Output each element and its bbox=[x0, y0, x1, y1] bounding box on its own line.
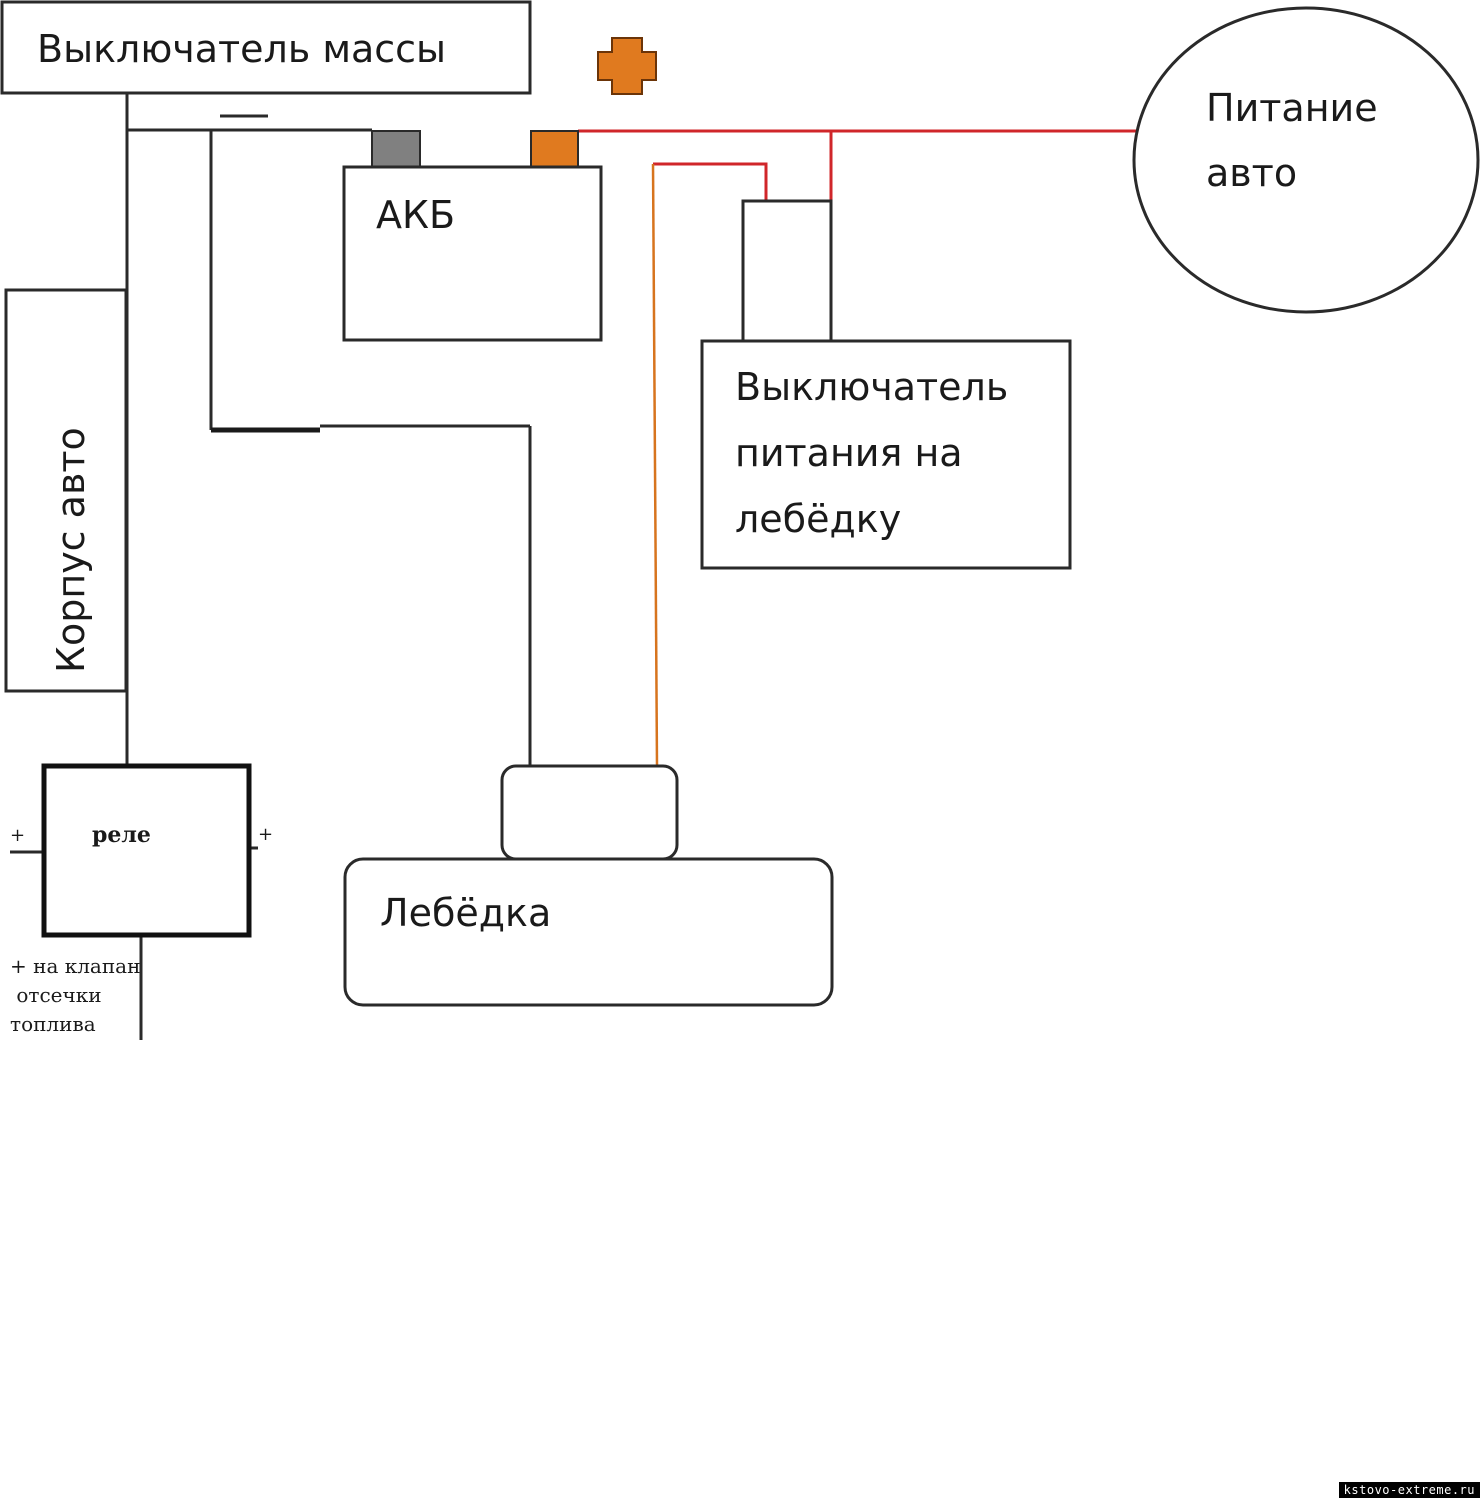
winch-switch-label-line3: лебёдку bbox=[735, 497, 901, 541]
car-power-ellipse bbox=[1132, 6, 1480, 314]
negative-terminal bbox=[371, 130, 421, 168]
mass-switch-box bbox=[0, 0, 532, 95]
winch-switch-label-line2: питания на bbox=[735, 431, 963, 475]
plus-icon bbox=[597, 37, 657, 95]
winch-switch-label-line1: Выключатель bbox=[735, 365, 1008, 409]
positive-terminal bbox=[530, 130, 579, 168]
relay-label: реле bbox=[92, 822, 151, 848]
relay-right-plus: + bbox=[258, 824, 273, 845]
battery-label: АКБ bbox=[376, 193, 455, 237]
fuel-valve-note-line2: отсечки bbox=[10, 983, 102, 1007]
watermark: kstovo-extreme.ru bbox=[1338, 1482, 1480, 1498]
control-wire-to-winch bbox=[651, 163, 659, 767]
fuel-valve-note-line3: топлива bbox=[10, 1012, 96, 1036]
winch-label: Лебёдка bbox=[380, 891, 551, 935]
battery-box bbox=[342, 165, 603, 342]
relay-box bbox=[41, 763, 252, 938]
car-power-label-line1: Питание bbox=[1206, 86, 1378, 130]
car-body-box bbox=[4, 288, 128, 693]
relay-left-plus: + bbox=[10, 825, 25, 846]
winch-switch-body bbox=[741, 199, 833, 343]
mass-switch-label: Выключатель массы bbox=[37, 27, 446, 71]
car-power-label-line2: авто bbox=[1206, 151, 1297, 195]
winch-connector bbox=[500, 764, 679, 861]
fuel-valve-note-line1: + на клапан bbox=[10, 954, 140, 978]
winch-box bbox=[343, 857, 834, 1007]
winch-switch-box bbox=[700, 339, 1072, 570]
winch-switch-output-wire bbox=[653, 162, 768, 201]
car-body-label: Корпус авто bbox=[49, 427, 93, 673]
